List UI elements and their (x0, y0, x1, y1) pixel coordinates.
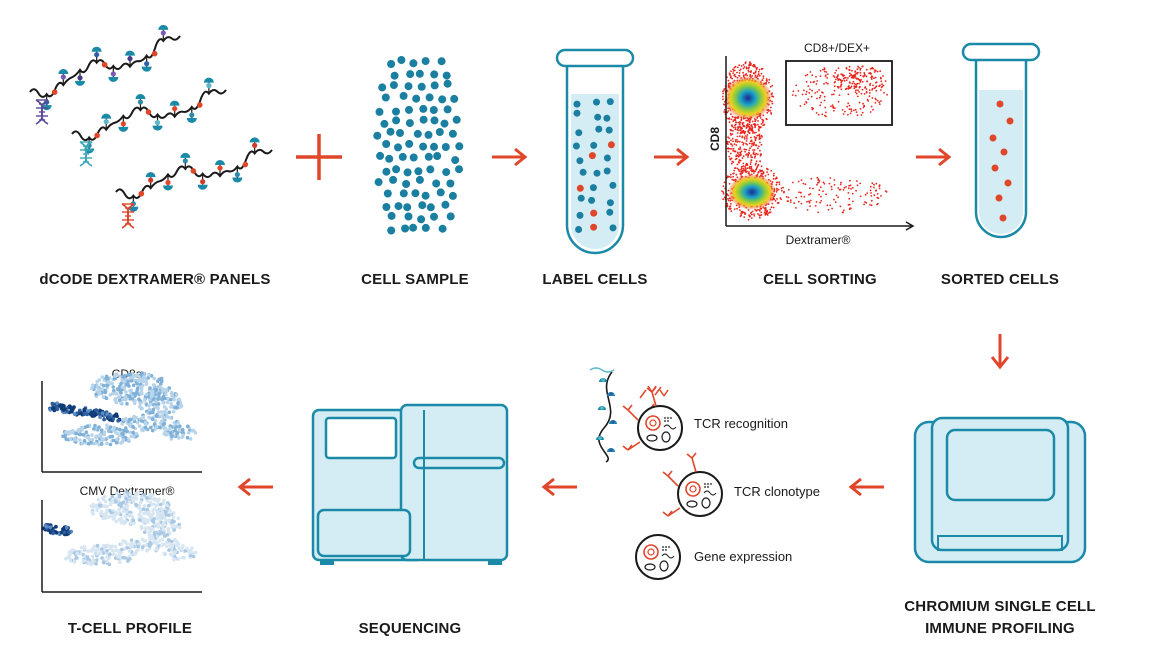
dextramer-panels-illustration (29, 24, 273, 229)
step-label-label-cells: LABEL CELLS (542, 271, 648, 288)
arrow-left-icon (237, 477, 273, 497)
sorted-cells-tube (961, 42, 1041, 239)
step-label-t-cell-profile: T-CELL PROFILE (67, 620, 193, 637)
label-cells-tube (555, 48, 635, 255)
cell-sample-illustration (373, 56, 464, 235)
cd8-dex-neg-cluster (724, 76, 772, 120)
gate-box (785, 60, 893, 126)
arrow-right-icon (654, 147, 690, 167)
tcr-clonotype-label: TCR clonotype (734, 484, 820, 499)
arrow-left-icon (848, 477, 884, 497)
plus-icon (296, 134, 342, 180)
cell-sorting-plot: CD8+/DEX+ CD8 Dextramer® (708, 41, 915, 247)
sequencer-instrument (311, 403, 509, 565)
chromium-instrument (913, 416, 1087, 564)
cd8-neg-cluster (728, 174, 776, 210)
gate-label: CD8+/DEX+ (804, 41, 870, 55)
arrow-right-icon (916, 147, 952, 167)
arrow-right-icon (492, 147, 528, 167)
step-label-cell-sample: CELL SAMPLE (361, 271, 469, 288)
step-label-chromium: CHROMIUM SINGLE CELL IMMUNE PROFILING (890, 596, 1110, 640)
readouts-illustration: TCR recognition TCR clonotype Gene expre… (589, 367, 820, 580)
step-label-sorted-cells: SORTED CELLS (940, 271, 1060, 288)
step-label-chromium-line1: CHROMIUM SINGLE CELL (904, 598, 1096, 615)
step-label-cell-sorting: CELL SORTING (763, 271, 877, 288)
t-cell-profile-plots: CD8a CMV Dextramer® (41, 367, 202, 593)
step-label-chromium-line2: IMMUNE PROFILING (925, 620, 1075, 637)
y-axis-label: CD8 (708, 127, 722, 151)
gene-expression-label: Gene expression (694, 549, 792, 564)
arrow-down-icon (990, 334, 1010, 370)
step-label-panels: dCODE DEXTRAMER® PANELS (39, 271, 271, 288)
step-label-sequencing: SEQUENCING (358, 620, 462, 637)
tcr-recognition-label: TCR recognition (694, 416, 788, 431)
arrow-left-icon (541, 477, 577, 497)
x-axis-label: Dextramer® (786, 233, 851, 247)
